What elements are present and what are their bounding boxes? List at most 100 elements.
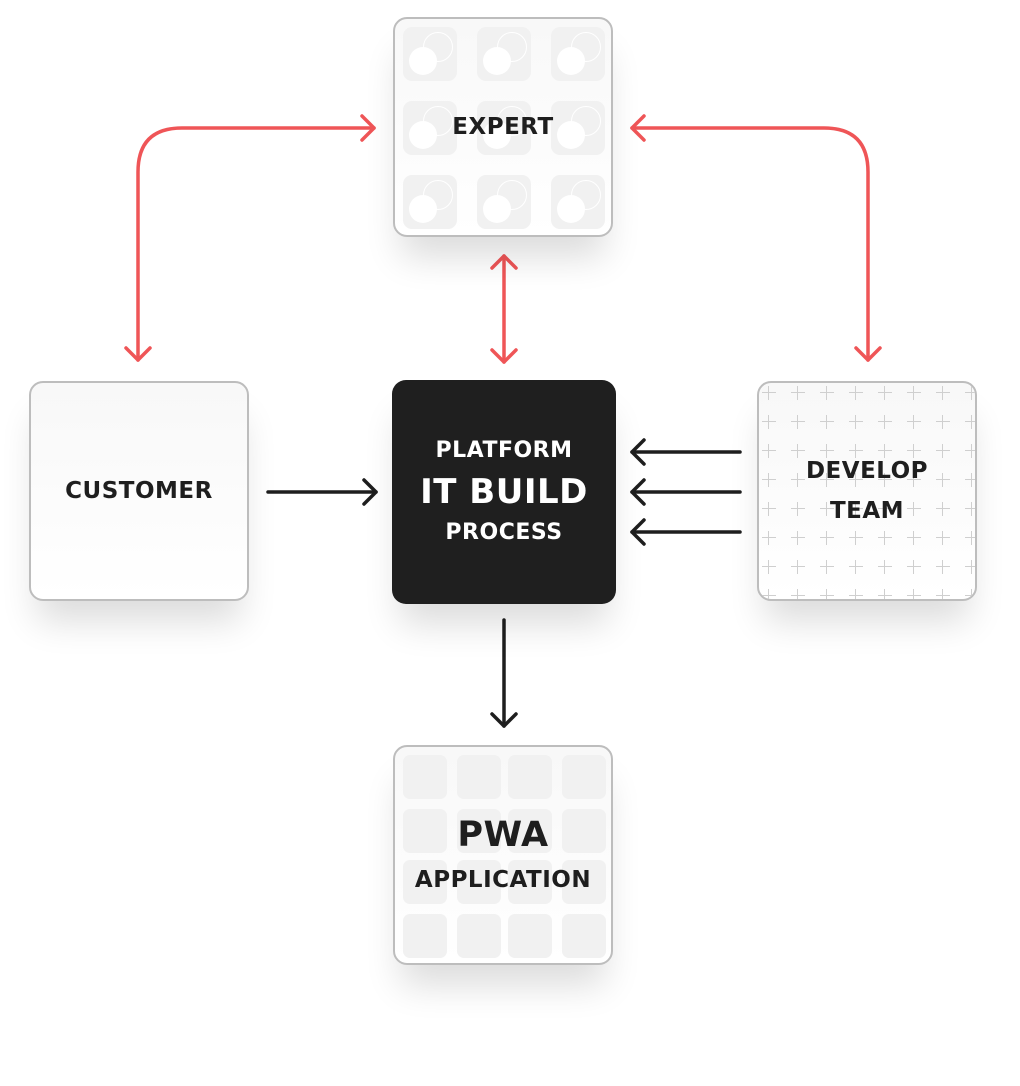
node-pwa-application[interactable]: PWA APPLICATION <box>393 745 613 965</box>
plus-icon <box>936 415 950 429</box>
grid-tile <box>457 809 501 853</box>
arrow-develop-expert <box>630 114 882 362</box>
arrow-develop-platform-2 <box>630 478 742 506</box>
plus-icon <box>878 531 892 545</box>
plus-icon <box>878 386 892 400</box>
grid-tile <box>508 755 552 799</box>
node-platform[interactable]: PLATFORM IT BUILD PROCESS <box>392 380 616 604</box>
plus-icon <box>936 560 950 574</box>
plus-icon <box>965 473 975 487</box>
plus-icon <box>849 589 863 599</box>
plus-icon <box>849 560 863 574</box>
grid-tile <box>457 755 501 799</box>
plus-icon <box>820 560 834 574</box>
plus-icon <box>791 415 805 429</box>
node-pwa-line2: APPLICATION <box>414 867 592 893</box>
expert-icon-pattern <box>395 19 611 235</box>
arrow-develop-platform-3 <box>630 518 742 546</box>
node-platform-line1: PLATFORM <box>435 438 573 463</box>
plus-icon <box>936 589 950 599</box>
node-expert-label: EXPERT <box>452 114 554 140</box>
plus-icon <box>936 502 950 516</box>
venn-circles-icon <box>403 175 457 229</box>
plus-icon <box>936 473 950 487</box>
plus-icon <box>907 415 921 429</box>
plus-icon <box>820 415 834 429</box>
plus-icon <box>849 502 863 516</box>
venn-circles-icon <box>403 101 457 155</box>
grid-tile <box>403 914 447 958</box>
plus-icon <box>965 386 975 400</box>
node-develop-team[interactable]: DEVELOP TEAM <box>757 381 977 601</box>
plus-icon <box>849 444 863 458</box>
plus-icon <box>878 589 892 599</box>
plus-icon <box>791 560 805 574</box>
plus-icon <box>965 444 975 458</box>
plus-icon <box>820 386 834 400</box>
plus-icon <box>907 560 921 574</box>
plus-icon <box>820 589 834 599</box>
plus-icon <box>849 531 863 545</box>
node-customer[interactable]: CUSTOMER <box>29 381 249 601</box>
plus-icon <box>791 473 805 487</box>
venn-circles-icon <box>551 175 605 229</box>
plus-icon <box>878 473 892 487</box>
plus-icon <box>791 589 805 599</box>
plus-icon <box>791 531 805 545</box>
plus-icon <box>907 502 921 516</box>
plus-icon <box>849 415 863 429</box>
grid-tile <box>562 914 606 958</box>
plus-icon <box>878 415 892 429</box>
grid-tile <box>562 860 606 904</box>
plus-icon <box>762 444 776 458</box>
plus-icon <box>907 589 921 599</box>
plus-icon <box>791 386 805 400</box>
plus-icon <box>762 415 776 429</box>
grid-tile <box>562 755 606 799</box>
plus-icon <box>762 386 776 400</box>
plus-icon <box>907 386 921 400</box>
grid-tile <box>562 809 606 853</box>
plus-icon <box>762 502 776 516</box>
node-develop-line1: DEVELOP <box>805 458 929 484</box>
venn-circles-icon <box>477 101 531 155</box>
grid-tile <box>457 860 501 904</box>
node-develop-line2: TEAM <box>829 498 905 524</box>
arrow-platform-pwa <box>490 618 518 728</box>
venn-circles-icon <box>551 101 605 155</box>
grid-tile <box>457 914 501 958</box>
grid-tile <box>508 914 552 958</box>
venn-circles-icon <box>403 27 457 81</box>
arrow-customer-expert <box>124 114 376 362</box>
plus-icon <box>907 531 921 545</box>
node-expert[interactable]: EXPERT <box>393 17 613 237</box>
tile-pattern <box>395 747 611 963</box>
grid-tile <box>403 809 447 853</box>
arrow-customer-platform <box>266 478 378 506</box>
plus-pattern <box>759 383 975 599</box>
arrow-expert-platform <box>490 254 518 364</box>
plus-icon <box>965 589 975 599</box>
plus-icon <box>907 473 921 487</box>
plus-icon <box>791 444 805 458</box>
venn-circles-icon <box>477 27 531 81</box>
node-customer-label: CUSTOMER <box>65 478 213 504</box>
plus-icon <box>878 444 892 458</box>
plus-icon <box>878 502 892 516</box>
plus-icon <box>965 560 975 574</box>
plus-icon <box>762 560 776 574</box>
grid-tile <box>508 809 552 853</box>
node-pwa-line1: PWA <box>457 815 549 855</box>
plus-icon <box>965 415 975 429</box>
plus-icon <box>936 444 950 458</box>
plus-icon <box>849 386 863 400</box>
node-platform-line2: IT BUILD <box>420 472 588 512</box>
plus-icon <box>936 386 950 400</box>
plus-icon <box>762 531 776 545</box>
plus-icon <box>762 473 776 487</box>
grid-tile <box>403 755 447 799</box>
plus-icon <box>791 502 805 516</box>
node-platform-line3: PROCESS <box>445 520 563 545</box>
plus-icon <box>965 502 975 516</box>
